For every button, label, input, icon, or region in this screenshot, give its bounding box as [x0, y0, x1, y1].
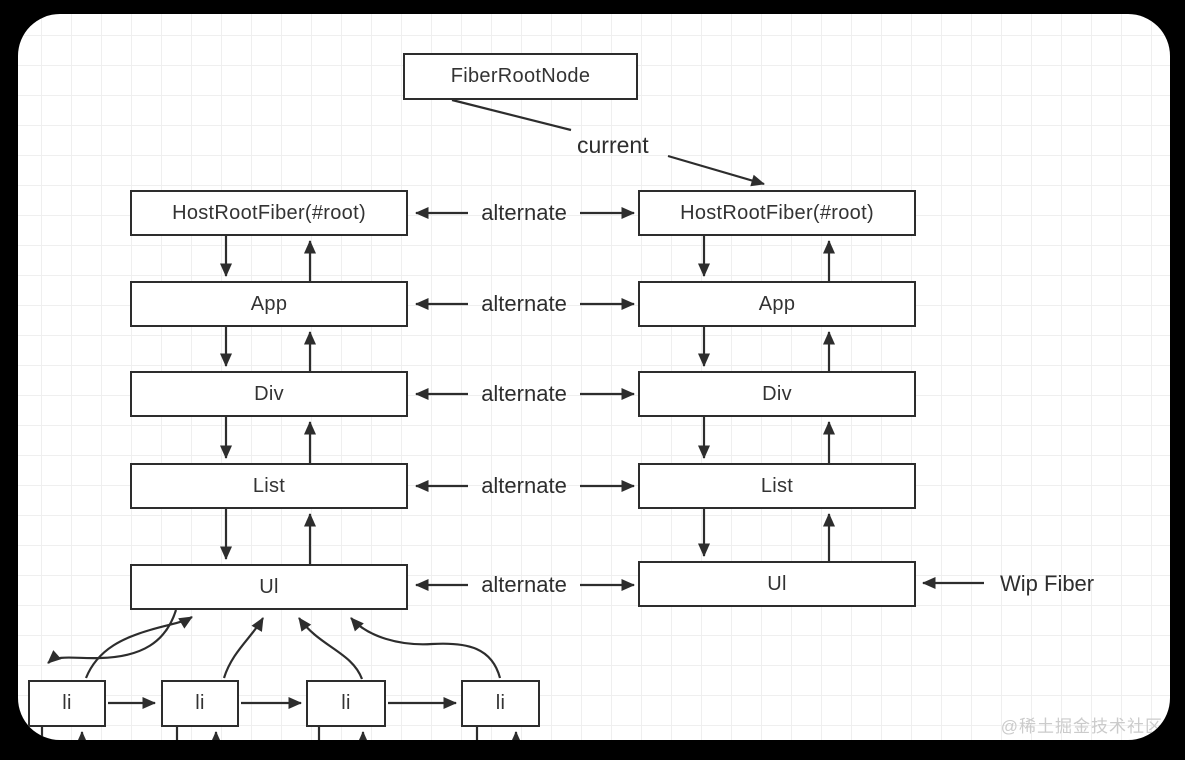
- edge-label-wip-fiber: Wip Fiber: [1000, 571, 1095, 596]
- edge-label-alternate-5: alternate: [481, 572, 567, 597]
- node-current-ul: Ul: [130, 564, 408, 610]
- edge-current-segment1: [451, 98, 572, 132]
- node-wip-ul: Ul: [638, 561, 916, 607]
- node-wip-app: App: [638, 281, 916, 327]
- node-li-1: li: [28, 680, 106, 727]
- node-li-4: li: [461, 680, 540, 727]
- diagram-canvas: FiberRootNode HostRootFiber(#root) App D…: [18, 14, 1170, 740]
- node-fiber-root: FiberRootNode: [403, 53, 638, 100]
- edge-label-alternate-2: alternate: [481, 291, 567, 316]
- node-wip-list: List: [638, 463, 916, 509]
- node-wip-div: Div: [638, 371, 916, 417]
- node-wip-hostrootfiber: HostRootFiber(#root): [638, 190, 916, 236]
- edge-label-current: current: [577, 132, 649, 158]
- node-li-2: li: [161, 680, 239, 727]
- node-current-div: Div: [130, 371, 408, 417]
- edge-label-alternate-1: alternate: [481, 200, 567, 225]
- node-current-list: List: [130, 463, 408, 509]
- node-current-hostrootfiber: HostRootFiber(#root): [130, 190, 408, 236]
- edge-label-alternate-3: alternate: [481, 381, 567, 406]
- node-current-app: App: [130, 281, 408, 327]
- watermark: @稀土掘金技术社区: [1000, 717, 1163, 736]
- edge-label-alternate-4: alternate: [481, 473, 567, 498]
- diagram-surface: FiberRootNode HostRootFiber(#root) App D…: [18, 14, 1170, 740]
- edge-current-segment2: [667, 154, 765, 187]
- node-li-3: li: [306, 680, 386, 727]
